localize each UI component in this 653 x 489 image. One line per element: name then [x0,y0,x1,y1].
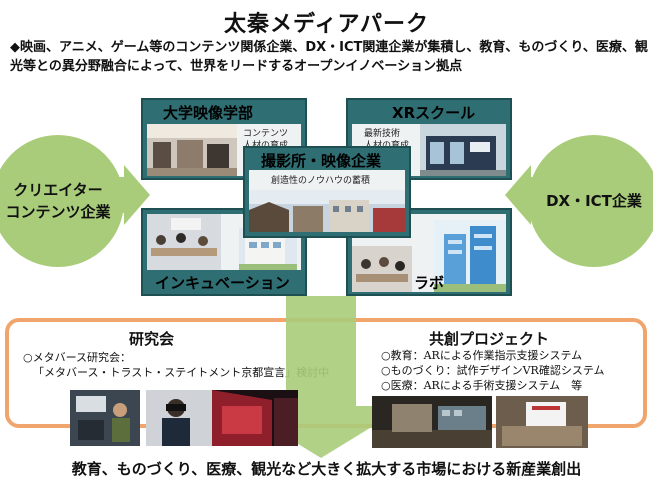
research-photo-3 [212,390,298,446]
studio-box: 撮影所・映像企業 創造性のノウハウの蓄積 [243,146,411,238]
research-photo-2 [146,390,212,446]
research-photo-1 [70,390,140,446]
project-photo-1 [372,396,492,448]
project-item-3: ○医療：ARによる手術支援システム 等 [381,379,583,392]
xr-school-box: XRスクール 最新技術 人材の育成 [346,98,512,180]
research-title: 研究会 [129,330,175,348]
dx-ict-circle: DX・ICT企業 [528,135,653,267]
page-title: 太秦メディアパーク [223,12,430,37]
research-line1: ○メタバース研究会： [23,351,132,364]
incubation-title: インキュベーション [155,274,290,292]
research-line2: 「メタバース・トラスト・ステイトメント京都宣言」検討中 [33,366,330,379]
footer-statement: 教育、ものづくり、医療、観光など大きく拡大する市場における新産業創出 [71,460,582,478]
university-title: 大学映像学部 [163,104,254,122]
project-item-2: ○ものづくり：試作デザインVR確認システム [381,364,605,377]
xr-school-title: XRスクール [392,104,476,122]
xr-school-sub1: 最新技術 [364,129,401,139]
incubation-photo-1 [147,214,221,270]
creator-label-line1: クリエイター [13,181,103,199]
university-photo [147,124,237,176]
intro-text: ◆映画、アニメ、ゲーム等のコンテンツ関係企業、DX・ICT関連企業が集積し、教育… [10,40,648,74]
project-item-1: ○教育：ARによる作業指示支援システム [381,349,583,362]
creator-label-line2: コンテンツ企業 [5,203,111,221]
creator-circle: クリエイター コンテンツ企業 [0,135,124,267]
xr-school-photo [420,124,506,176]
studio-title: 撮影所・映像企業 [261,152,382,170]
project-title: 共創プロジェクト [429,330,550,348]
lab-title: ラボ [414,274,445,292]
studio-photo [249,190,405,232]
studio-sub: 創造性のノウハウの蓄積 [271,176,371,186]
dx-ict-label: DX・ICT企業 [546,192,642,210]
university-sub1: コンテンツ [243,129,289,139]
lab-photo-2 [434,220,506,292]
lab-photo-1 [352,246,412,292]
project-photo-2 [496,396,588,448]
